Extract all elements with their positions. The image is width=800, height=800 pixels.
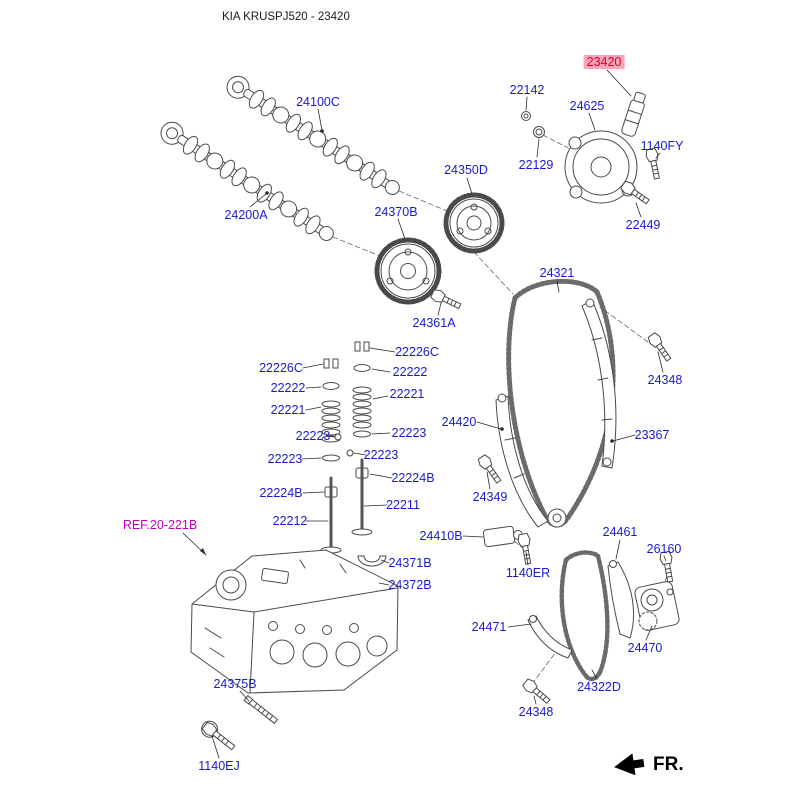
part-label-22221[interactable]: 22221 [270,403,306,417]
part-label-ref-20-221b[interactable]: REF.20-221B [122,518,198,532]
part-label-22223[interactable]: 22223 [363,448,399,462]
leader-lines [182,69,667,759]
part-label-24370b[interactable]: 24370B [374,205,418,219]
part-label-24371b[interactable]: 24371B [388,556,432,570]
part-label-24420[interactable]: 24420 [441,415,477,429]
oil-pump-24470-drawing [634,581,680,631]
tensioner-24461-drawing [607,560,635,639]
part-label-22223[interactable]: 22223 [391,426,427,440]
part-label-22224b[interactable]: 22224B [391,471,435,485]
part-label-22222[interactable]: 22222 [392,365,428,379]
part-label-26160[interactable]: 26160 [646,542,682,556]
part-label-24348[interactable]: 24348 [647,373,683,387]
part-label-24348[interactable]: 24348 [518,705,554,719]
cvvt-sprocket-24350D-drawing [443,192,505,254]
part-label-24471[interactable]: 24471 [471,620,507,634]
part-label-24350d[interactable]: 24350D [444,163,488,177]
part-label-22223[interactable]: 22223 [295,429,331,443]
part-label-1140er[interactable]: 1140ER [505,566,551,580]
bolt-22449-drawing [619,179,652,208]
part-label-22449[interactable]: 22449 [625,218,661,232]
engine-block-drawing [190,549,399,694]
part-label-23367[interactable]: 23367 [634,428,670,442]
part-label-23420[interactable]: 23420 [583,55,625,69]
part-label-22226c[interactable]: 22226C [395,345,439,359]
part-label-24361a[interactable]: 24361A [412,316,456,330]
part-label-22222[interactable]: 22222 [270,381,306,395]
part-label-24349[interactable]: 24349 [472,490,508,504]
part-label-24321[interactable]: 24321 [539,266,575,280]
part-label-22221[interactable]: 22221 [389,387,425,401]
fr-direction-indicator: FR. [612,752,684,778]
part-label-22212[interactable]: 22212 [272,514,308,528]
stud-24375B-drawing [243,694,279,725]
bolt-1140ER-drawing [516,532,535,566]
part-label-1140fy[interactable]: 1140FY [640,139,684,153]
ocv-23420-drawing [621,91,646,137]
part-label-24100c[interactable]: 24100C [296,95,340,109]
bolt-24361A-drawing [429,287,463,313]
chain-guide-23367-drawing [581,298,617,469]
washer-22142-drawing [521,111,531,121]
part-label-22223[interactable]: 22223 [267,452,303,466]
fr-direction-arrow-icon [614,753,645,776]
tensioner-arm-24420-drawing [495,393,549,528]
crank-sprocket-drawing [547,508,567,528]
bolt-1140EJ-drawing [201,720,236,751]
camshaft-24100C-drawing [226,75,400,195]
part-label-22129[interactable]: 22129 [518,158,554,172]
part-label-24372b[interactable]: 24372B [388,578,432,592]
part-label-22142[interactable]: 22142 [509,83,545,97]
nut-22129-drawing [533,126,545,138]
part-label-24375b[interactable]: 24375B [213,677,257,691]
part-label-24200a[interactable]: 24200A [224,208,268,222]
bolt-24349-drawing [476,453,505,486]
oil-pump-chain-24322D-drawing [559,550,610,682]
cvvt-sprocket-24370B-drawing [374,237,442,305]
part-label-1140ej[interactable]: 1140EJ [198,759,240,773]
valve-parts-right-drawing [346,341,373,536]
chain-tensioner-24410B-drawing [482,525,523,548]
part-label-24470[interactable]: 24470 [627,641,663,655]
part-label-22226c[interactable]: 22226C [259,361,303,375]
bolt-24348-bottom-drawing [521,677,553,707]
diagram-title: KIA KRUSPJ520 - 23420 [222,11,350,23]
guide-24471-drawing [527,615,573,659]
bolt-24348-right-drawing [646,331,675,364]
part-label-24322d[interactable]: 24322D [577,680,621,694]
part-label-24461[interactable]: 24461 [602,525,638,539]
oil-pump-24625-drawing [564,130,638,204]
valve-parts-left-drawing [320,358,342,554]
part-label-24410b[interactable]: 24410B [419,529,463,543]
part-label-22211[interactable]: 22211 [386,498,420,512]
part-label-24625[interactable]: 24625 [569,99,605,113]
camshaft-24200A-drawing [160,121,334,241]
part-label-22224b[interactable]: 22224B [259,486,303,500]
fr-label: FR. [653,754,684,775]
